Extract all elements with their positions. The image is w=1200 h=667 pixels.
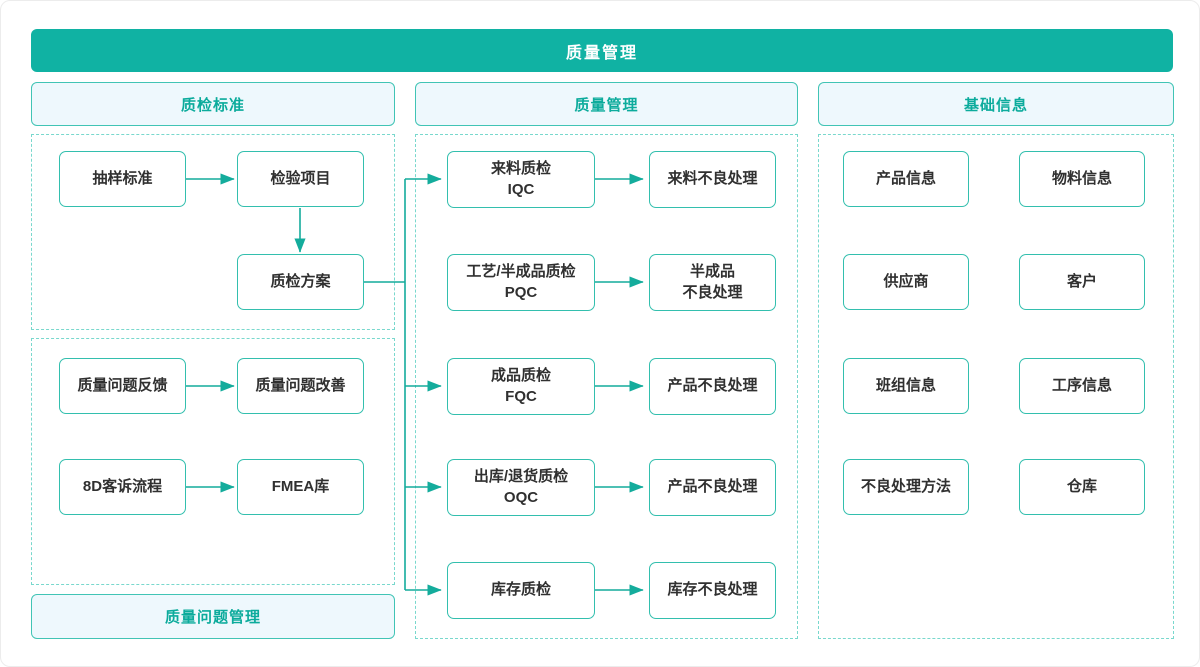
header-basic-info: 基础信息 [818,82,1174,126]
header-quality-issue-management: 质量问题管理 [31,594,395,639]
node-fqc-defect-handling: 产品不良处理 [649,358,776,415]
node-team-info: 班组信息 [843,358,969,414]
header-quality-management-column: 质量管理 [415,82,798,126]
node-customer: 客户 [1019,254,1145,310]
node-inspection-plan: 质检方案 [237,254,364,310]
node-pqc-defect-handling: 半成品 不良处理 [649,254,776,311]
group-quality-issues [31,338,395,585]
node-oqc-defect-handling: 产品不良处理 [649,459,776,516]
node-8d-complaint-process: 8D客诉流程 [59,459,186,515]
node-stock-defect-handling: 库存不良处理 [649,562,776,619]
node-inspection-items: 检验项目 [237,151,364,207]
node-sampling-standard: 抽样标准 [59,151,186,207]
node-stock-inspection: 库存质检 [447,562,595,619]
header-inspection-standards: 质检标准 [31,82,395,126]
node-defect-handling-method: 不良处理方法 [843,459,969,515]
node-material-info: 物料信息 [1019,151,1145,207]
node-quality-issue-improvement: 质量问题改善 [237,358,364,414]
banner-quality-management: 质量管理 [31,29,1173,72]
node-process-info: 工序信息 [1019,358,1145,414]
node-product-info: 产品信息 [843,151,969,207]
group-basic-info [818,134,1174,639]
node-oqc: 出库/退货质检 OQC [447,459,595,516]
node-quality-issue-feedback: 质量问题反馈 [59,358,186,414]
node-iqc-defect-handling: 来料不良处理 [649,151,776,208]
node-fqc: 成品质检 FQC [447,358,595,415]
node-warehouse: 仓库 [1019,459,1145,515]
node-fmea-library: FMEA库 [237,459,364,515]
node-iqc: 来料质检 IQC [447,151,595,208]
group-inspection-standards [31,134,395,330]
node-pqc: 工艺/半成品质检 PQC [447,254,595,311]
node-supplier: 供应商 [843,254,969,310]
